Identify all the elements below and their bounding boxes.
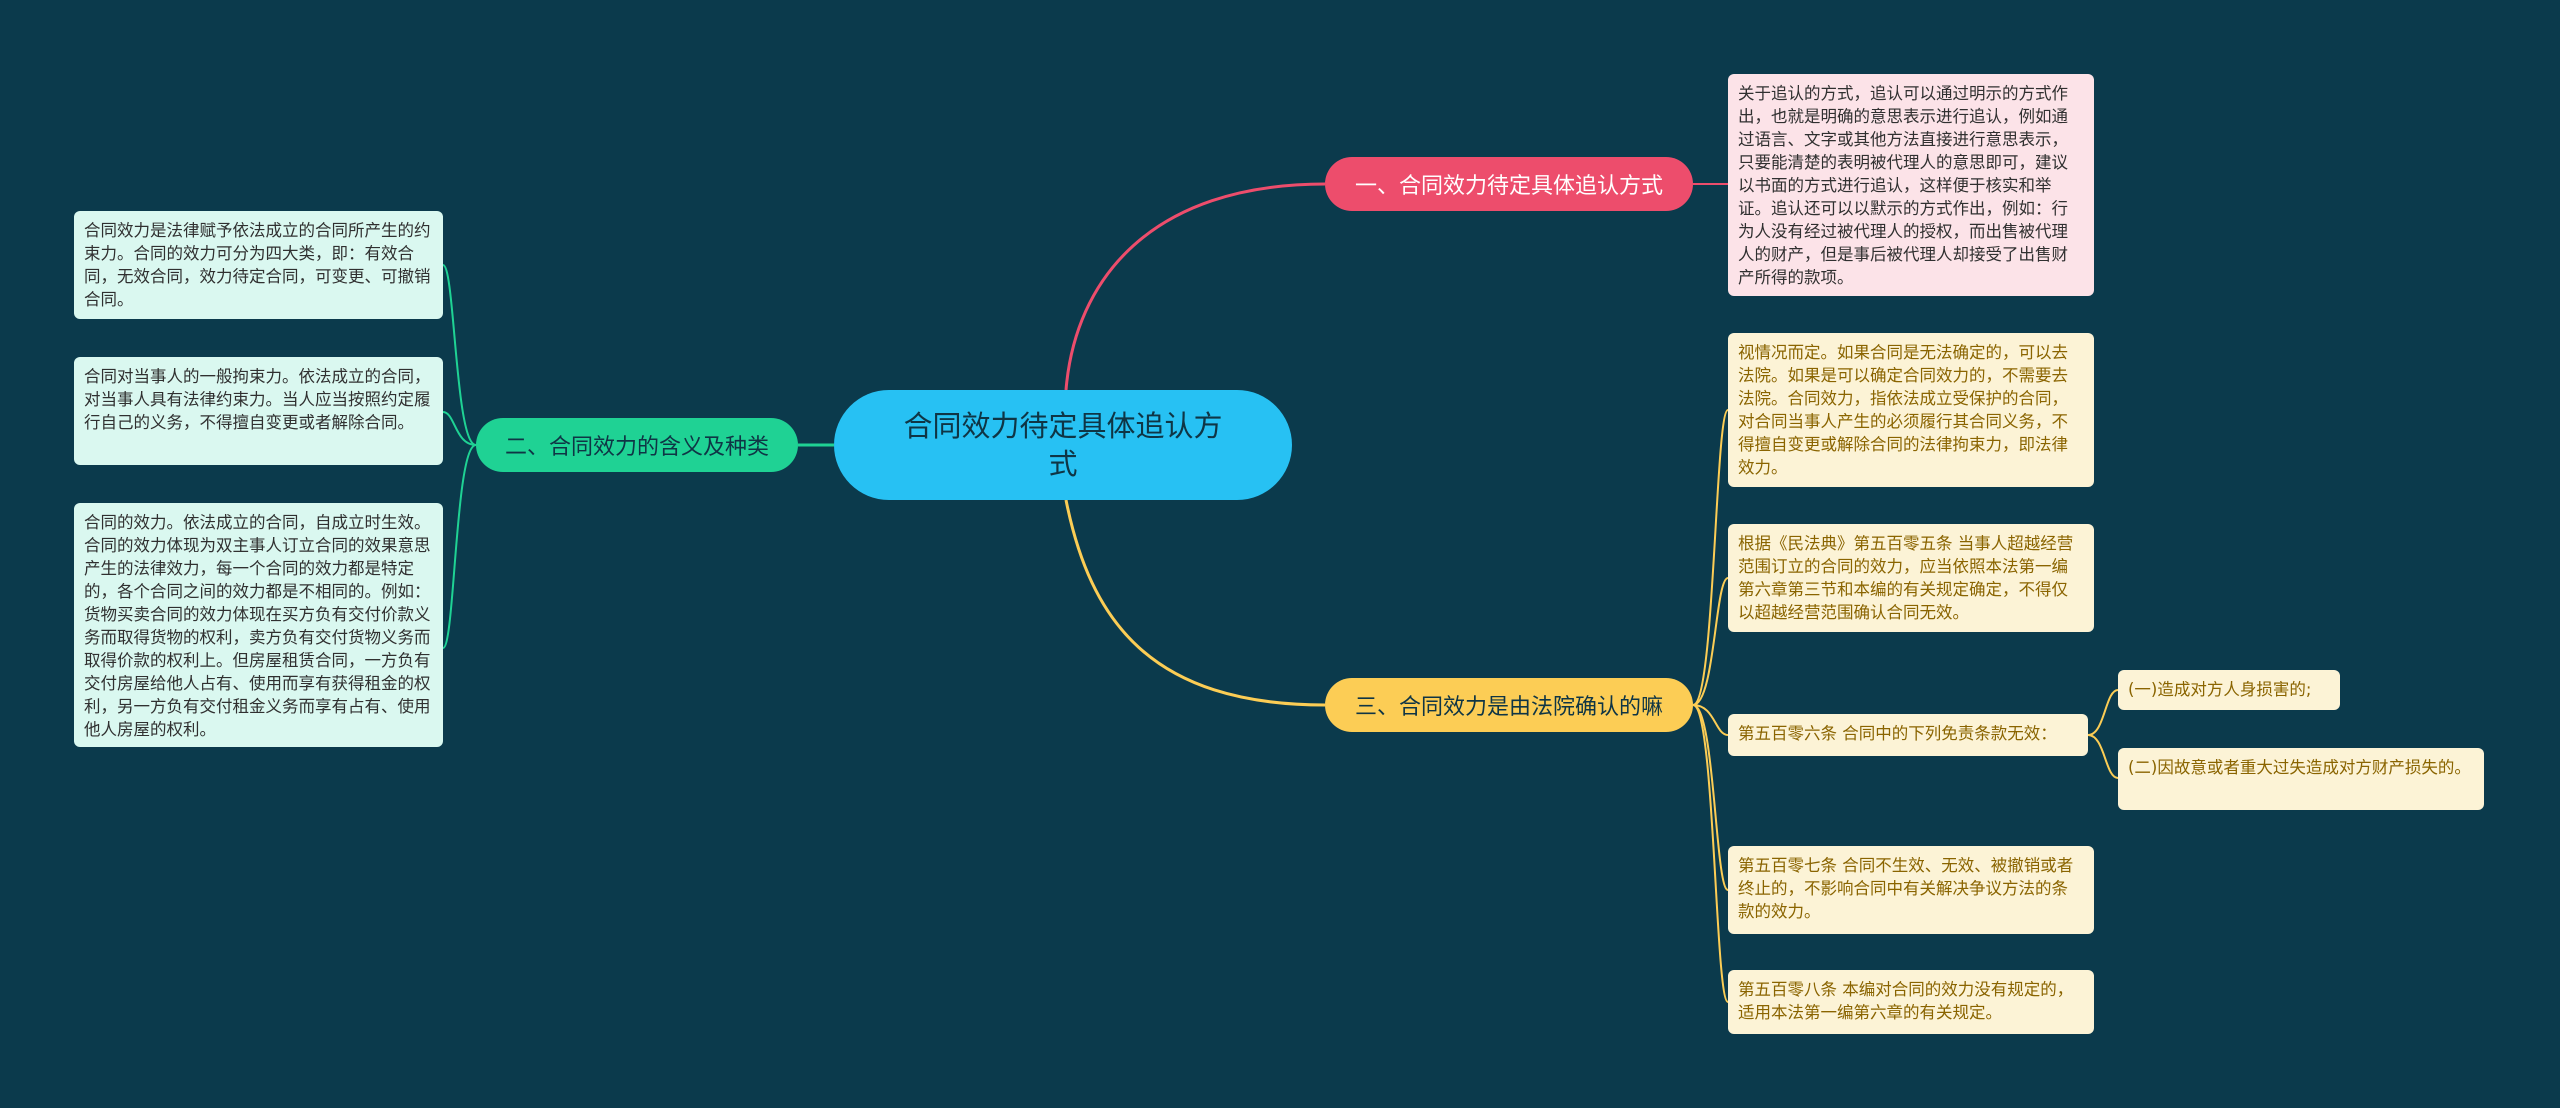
branch-3-sub-leaf-1[interactable]: (一)造成对方人身损害的; [2118,670,2340,710]
link-sub1 [2087,689,2119,736]
branch-2-leaf-1[interactable]: 合同效力是法律赋予依法成立的合同所产生的约束力。合同的效力可分为四大类，即：有效… [74,211,443,319]
link-center-b1 [1064,182,1326,391]
link-b2-leaf1 [442,264,477,446]
link-b2-leaf2 [442,411,477,446]
branch-1-topic[interactable]: 一、合同效力待定具体追认方式 [1325,157,1693,211]
link-sub2 [2087,734,2119,779]
branch-3-sub-leaf-2[interactable]: (二)因故意或者重大过失造成对方财产损失的。 [2118,748,2484,810]
link-b2-leaf3 [442,444,477,649]
link-b3-leaf2 [1692,577,1729,706]
branch-2-topic[interactable]: 二、合同效力的含义及种类 [476,418,798,472]
link-center-b3 [1064,499,1326,707]
branch-3-topic[interactable]: 三、合同效力是由法院确认的嘛 [1325,678,1693,732]
branch-2-leaf-3[interactable]: 合同的效力。依法成立的合同，自成立时生效。合同的效力体现为双主事人订立合同的效果… [74,503,443,747]
branch-3-leaf-3[interactable]: 第五百零六条 合同中的下列免责条款无效： [1728,714,2088,756]
branch-2-leaf-2[interactable]: 合同对当事人的一般拘束力。依法成立的合同，对当事人具有法律约束力。当人应当按照约… [74,357,443,465]
branch-3-leaf-5[interactable]: 第五百零八条 本编对合同的效力没有规定的，适用本法第一编第六章的有关规定。 [1728,970,2094,1034]
branch-3-leaf-4[interactable]: 第五百零七条 合同不生效、无效、被撤销或者终止的，不影响合同中有关解决争议方法的… [1728,846,2094,934]
link-b3-leaf3 [1692,704,1729,736]
branch-3-leaf-2[interactable]: 根据《民法典》第五百零五条 当事人超越经营范围订立的合同的效力，应当依照本法第一… [1728,524,2094,632]
branch-1-leaf-1[interactable]: 关于追认的方式，追认可以通过明示的方式作出，也就是明确的意思表示进行追认，例如通… [1728,74,2094,296]
branch-3-leaf-1[interactable]: 视情况而定。如果合同是无法确定的，可以去法院。如果是可以确定合同效力的，不需要去… [1728,333,2094,487]
link-b3-leaf5 [1692,704,1729,1003]
link-b3-leaf4 [1692,704,1729,891]
center-topic[interactable]: 合同效力待定具体追认方式 [834,390,1292,500]
link-b3-leaf1 [1692,409,1729,706]
